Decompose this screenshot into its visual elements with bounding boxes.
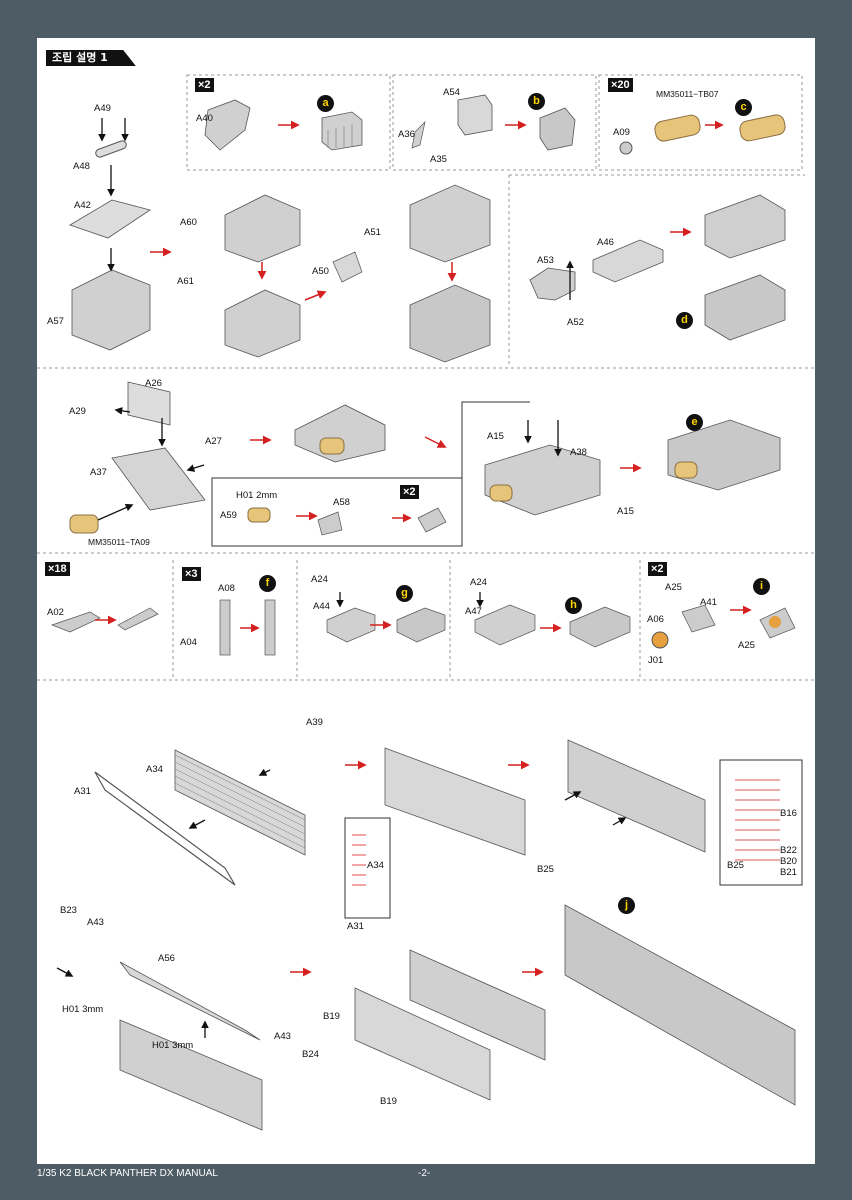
part-label: A24	[470, 577, 487, 588]
part-label: B20	[780, 856, 797, 867]
part-label: H01 2mm	[236, 490, 278, 501]
part-label: A48	[73, 161, 90, 172]
part-label: A59	[220, 510, 237, 521]
part-label: A06	[647, 614, 664, 625]
part-label: A47	[465, 606, 482, 617]
quantity-badge: ×20	[608, 78, 633, 92]
part-label: A08	[218, 583, 235, 594]
part-label: A25	[738, 640, 755, 651]
part-label: A43	[274, 1031, 291, 1042]
part-label: MM35011−TB07	[656, 89, 719, 99]
step-marker: c	[735, 99, 752, 116]
part-label: A41	[700, 597, 717, 608]
part-label: A34	[367, 860, 384, 871]
part-label: A51	[364, 227, 381, 238]
part-label: A15	[487, 431, 504, 442]
detail-inset-lines	[352, 779, 780, 886]
part-label: H01 3mm	[152, 1040, 194, 1051]
part-label: A60	[180, 217, 197, 228]
part-label: B23	[60, 905, 77, 916]
quantity-badge: ×2	[400, 485, 419, 499]
step-e-parts	[69, 381, 781, 547]
step-marker: i	[753, 578, 770, 595]
step-marker: j	[618, 897, 635, 914]
part-label: B25	[727, 860, 744, 871]
part-label: A43	[87, 917, 104, 928]
quantity-badge: ×18	[45, 562, 70, 576]
red-arrows	[95, 120, 752, 977]
part-label: A53	[537, 255, 554, 266]
part-label: A36	[398, 129, 415, 140]
part-label: A31	[74, 786, 91, 797]
part-label: A34	[146, 764, 163, 775]
step-marker: b	[528, 93, 545, 110]
quantity-badge: ×2	[195, 78, 214, 92]
part-label: B22	[780, 845, 797, 856]
part-label: A27	[205, 436, 222, 447]
part-label: A04	[180, 637, 197, 648]
step-a-parts	[204, 99, 363, 151]
part-label: A49	[94, 103, 111, 114]
page-title: 조립 설명 1	[46, 50, 136, 66]
part-label: A40	[196, 113, 213, 124]
quantity-badge: ×3	[182, 567, 201, 581]
ammo-box-parts	[69, 140, 491, 363]
part-label: A25	[665, 582, 682, 593]
quantity-badge: ×2	[648, 562, 667, 576]
part-label: A57	[47, 316, 64, 327]
step-marker: g	[396, 585, 413, 602]
step-marker: f	[259, 575, 276, 592]
part-label: A31	[347, 921, 364, 932]
part-label: A42	[74, 200, 91, 211]
step-c-parts	[619, 114, 786, 155]
radiator-parts	[94, 739, 803, 1131]
part-label: A56	[158, 953, 175, 964]
part-label: MM35011−TA09	[88, 537, 150, 547]
part-label: H01 3mm	[62, 1004, 104, 1015]
part-label: J01	[648, 655, 664, 666]
part-label: A46	[597, 237, 614, 248]
part-label: A58	[333, 497, 350, 508]
part-label: A26	[145, 378, 162, 389]
part-label: A54	[443, 87, 460, 98]
step-f-to-i-parts	[50, 599, 796, 656]
step-marker: d	[676, 312, 693, 329]
step-marker: h	[565, 597, 582, 614]
part-label: A02	[47, 607, 64, 618]
part-label: B16	[780, 808, 797, 819]
step-d-parts	[529, 194, 786, 341]
part-label: B24	[302, 1049, 319, 1060]
part-label: A38	[570, 447, 587, 458]
manual-title: 1/35 K2 BLACK PANTHER DX MANUAL	[37, 1168, 218, 1179]
part-label: A35	[430, 154, 447, 165]
part-label: A50	[312, 266, 329, 277]
part-label: A61	[177, 276, 194, 287]
step-b-parts	[411, 94, 576, 151]
part-label: B19	[323, 1011, 340, 1022]
step-marker: e	[686, 414, 703, 431]
part-label: B19	[380, 1096, 397, 1107]
part-label: A29	[69, 406, 86, 417]
step-marker: a	[317, 95, 334, 112]
part-label: B21	[780, 867, 797, 878]
part-label: B25	[537, 864, 554, 875]
dashed-dividers	[37, 74, 815, 681]
part-label: A44	[313, 601, 330, 612]
part-label: A37	[90, 467, 107, 478]
part-label: A24	[311, 574, 328, 585]
part-label: A09	[613, 127, 630, 138]
black-arrows	[56, 118, 627, 1038]
page-number: -2-	[418, 1168, 431, 1179]
part-label: A15	[617, 506, 634, 517]
part-label: A52	[567, 317, 584, 328]
part-label: A39	[306, 717, 323, 728]
